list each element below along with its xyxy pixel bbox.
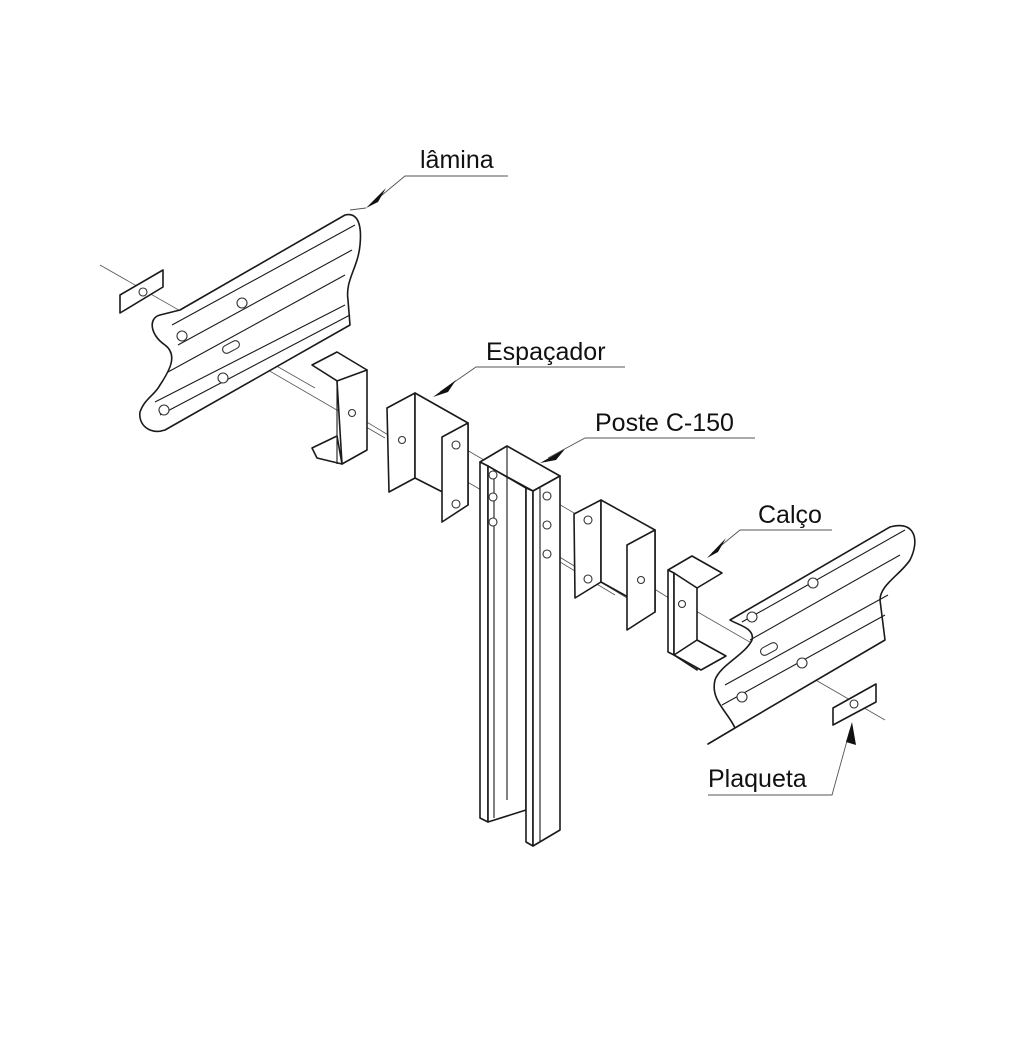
label-lamina: lâmina <box>420 146 494 174</box>
leader-espacador <box>433 366 625 397</box>
calco-left <box>311 351 368 465</box>
leader-plaqueta <box>708 722 856 796</box>
label-poste-c150: Poste C-150 <box>595 409 734 437</box>
lamina-left <box>139 213 362 432</box>
plaqueta-right <box>832 683 877 726</box>
label-plaqueta: Plaqueta <box>708 765 807 793</box>
leader-poste <box>540 437 755 463</box>
espacador-left <box>386 392 469 523</box>
poste-c150 <box>479 445 561 847</box>
leader-lamina <box>349 175 508 211</box>
leader-calco <box>707 529 832 558</box>
label-calco: Calço <box>758 501 822 529</box>
lamina-right <box>707 524 916 745</box>
plaqueta-left <box>119 269 164 314</box>
espacador-right <box>573 499 656 631</box>
calco-right <box>667 555 727 671</box>
label-espacador: Espaçador <box>486 338 606 366</box>
